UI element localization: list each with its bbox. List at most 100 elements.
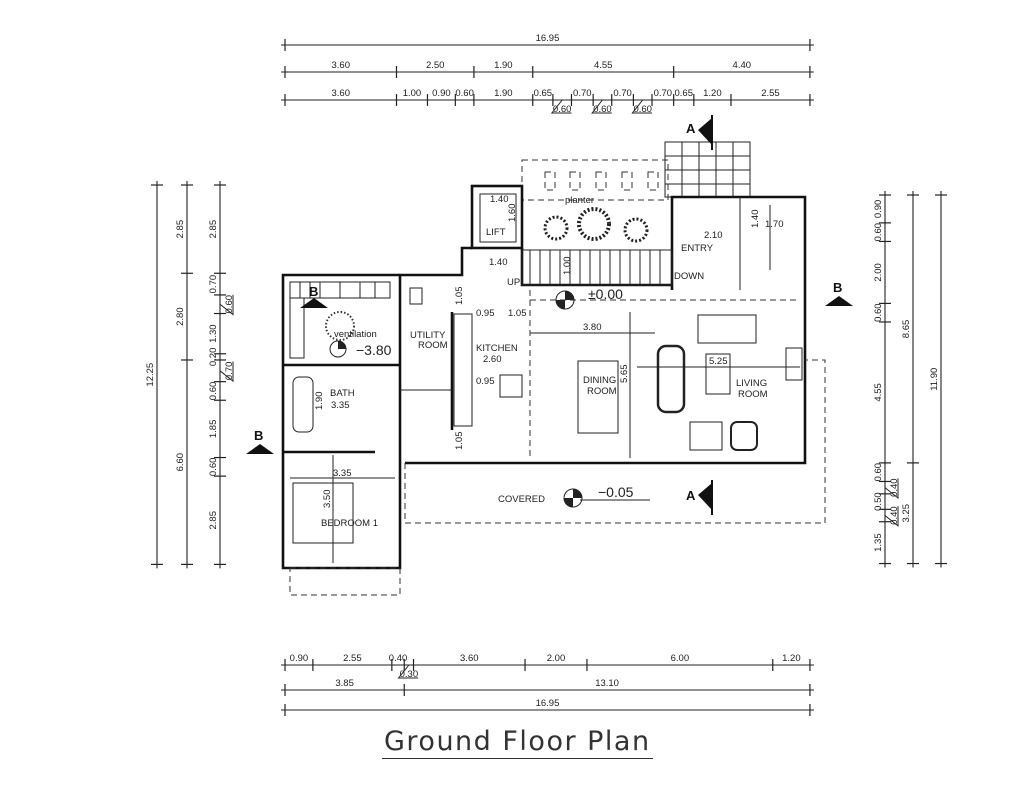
dimension-label: 0.65	[674, 88, 693, 99]
level-main: ±0.00	[588, 286, 623, 302]
dimension-label: 2.85	[175, 220, 186, 239]
dimension-label: 0.65	[534, 88, 553, 99]
cooktop	[499, 374, 523, 398]
down-label: DOWN	[674, 271, 704, 282]
utility-label: UTILITY	[410, 330, 446, 341]
level-markers	[329, 290, 650, 508]
paved-grid	[664, 141, 751, 198]
dimension-label: 0.70	[208, 275, 219, 294]
dimension-leader	[397, 664, 419, 679]
dimension-label: 0.70	[573, 88, 592, 99]
planter-outline	[521, 159, 669, 201]
dimension-label: 1.20	[703, 88, 722, 99]
dimension-label: 2.80	[175, 307, 186, 326]
dim-lift-width: 1.40	[490, 194, 509, 205]
dimension-label: 4.55	[594, 60, 613, 71]
planter-label: planter	[565, 195, 594, 206]
dimension-label: 6.60	[175, 453, 186, 472]
bed	[292, 482, 354, 544]
dimension-label: 3.60	[331, 88, 350, 99]
dim-kitchen-4: 1.05	[454, 432, 465, 451]
dimension-label: 3.60	[331, 60, 350, 71]
dining-table	[577, 360, 619, 434]
dim-stair-width: 1.40	[489, 257, 508, 268]
dimension-label: 0.60	[873, 463, 884, 482]
dimension-label: 0.90	[432, 88, 451, 99]
dimension-label: 1.35	[873, 533, 884, 552]
dimension-label: 0.40	[889, 478, 900, 497]
dimension-label: 0.60	[208, 382, 219, 401]
up-label: UP	[507, 277, 520, 288]
bath-label: BATH	[330, 388, 355, 399]
armchair-2	[730, 421, 758, 451]
dimension-label: 0.60	[553, 104, 572, 115]
kitchen-label: KITCHEN	[476, 343, 518, 354]
dimension-label: 0.50	[873, 492, 884, 511]
washing-machine	[409, 287, 423, 305]
sofa	[656, 344, 686, 414]
dimension-label: 0.60	[455, 88, 474, 99]
dimension-leader	[591, 99, 612, 114]
dimension-label: 13.10	[595, 678, 619, 689]
dimension-label: 0.30	[400, 669, 419, 680]
dimension-label: 1.30	[208, 324, 219, 343]
dim-kitchen-3: 0.95	[476, 376, 495, 387]
dim-kitchen-2: 1.05	[508, 308, 527, 319]
section-b-left: B	[254, 428, 263, 443]
bathtub	[292, 376, 314, 433]
dim-wc-height: 1.40	[750, 210, 761, 229]
bedroom-terrace-outline	[289, 567, 401, 596]
dimension-label: 0.60	[593, 104, 612, 115]
coffee-table	[705, 353, 731, 395]
furniture	[292, 287, 803, 544]
dimension-label: 0.60	[224, 295, 235, 314]
sofa-2	[697, 314, 757, 344]
dimension-label: 2.85	[208, 511, 219, 530]
dimension-label: 3.60	[460, 653, 479, 664]
section-markers	[246, 115, 853, 515]
entry-label: ENTRY	[681, 243, 714, 254]
dim-entry: 2.10	[704, 230, 723, 241]
dimension-label: 0.60	[873, 223, 884, 242]
dimension-label: 1.20	[782, 653, 801, 664]
ventilation-label: ventilation	[334, 329, 377, 340]
level-covered: −0.05	[598, 484, 634, 500]
dimension-label: 2.50	[426, 60, 445, 71]
dimension-leader	[219, 361, 234, 383]
planter-boxes	[544, 171, 659, 191]
utility-label-2: ROOM	[418, 340, 448, 351]
covered-area-outline	[404, 359, 826, 524]
dimension-label: 2.00	[547, 653, 566, 664]
dimension-label: 8.65	[901, 320, 912, 339]
drawing-title: Ground Floor Plan	[382, 726, 653, 759]
dimension-leader	[884, 478, 899, 500]
dim-wc-width: 1.70	[765, 219, 784, 230]
dimension-label: 0.40	[889, 506, 900, 525]
section-a-bottom: A	[686, 488, 696, 503]
dimension-label: 6.00	[671, 653, 690, 664]
dim-kitchen-area: 2.60	[483, 354, 502, 365]
dimension-label: 1.90	[494, 60, 513, 71]
dimension-leader	[550, 99, 572, 114]
dimension-label: 2.00	[873, 263, 884, 282]
lift-label: LIFT	[486, 227, 506, 238]
dimension-label: 0.70	[654, 88, 673, 99]
dim-kitchen-1: 0.95	[476, 308, 495, 319]
dimension-label: 3.85	[335, 678, 354, 689]
dim-dining-height: 5.65	[619, 365, 630, 384]
dimension-label: 12.25	[145, 363, 156, 387]
walls	[281, 184, 807, 570]
dimension-label: 0.60	[873, 303, 884, 322]
plant-icons	[325, 207, 649, 341]
dimension-label: 16.95	[536, 33, 560, 44]
armchair	[689, 421, 723, 451]
dimension-label: 0.60	[208, 458, 219, 477]
dimension-label: 16.95	[536, 698, 560, 709]
dim-bath-area: 3.35	[331, 400, 350, 411]
dimension-label: 2.55	[761, 88, 780, 99]
section-b-right: B	[833, 280, 842, 295]
dim-living: 5.25	[709, 356, 728, 367]
section-a-top: A	[686, 121, 696, 136]
